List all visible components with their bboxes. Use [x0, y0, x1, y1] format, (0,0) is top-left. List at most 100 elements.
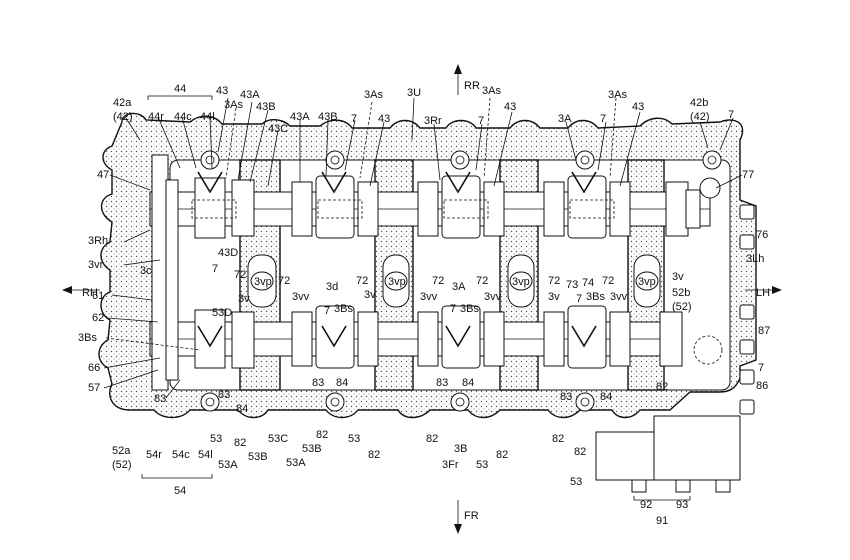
label: 52a: [112, 445, 131, 457]
label: 53C: [268, 433, 288, 445]
label: 42b: [690, 97, 708, 109]
label: 82: [552, 433, 564, 445]
label: 3As: [482, 85, 501, 97]
label: 3Bs: [460, 303, 479, 315]
label: 7: [351, 113, 357, 125]
label: 72: [432, 275, 444, 287]
labels-top: 44 42a (42) 44r 44c 44l 43 3As 43A 43B 4…: [113, 83, 734, 135]
label: 72: [356, 275, 368, 287]
label: 43: [216, 85, 228, 97]
label: 57: [88, 382, 100, 394]
label: 3Rh: [88, 235, 108, 247]
label: 3Fr: [442, 459, 459, 471]
label: 54r: [146, 449, 162, 461]
label: 44l: [200, 111, 215, 123]
label: 53D: [212, 307, 232, 319]
label: 83: [312, 377, 324, 389]
label: (42): [690, 111, 710, 123]
label: 3As: [224, 99, 243, 111]
label: 3vv: [292, 291, 310, 303]
label: 3vp: [254, 276, 272, 288]
label: (42): [113, 111, 133, 123]
label: 83: [560, 391, 572, 403]
front-cam-lobes: [194, 305, 683, 369]
rear-cam-lobes: [191, 175, 701, 239]
label: 3v: [548, 291, 560, 303]
label: 53: [348, 433, 360, 445]
label-rh: RH: [82, 287, 98, 299]
labels-middle: 43D 7 72 3vp 3v 53D 72 3d 72 3vv 3Bs 7 3…: [212, 247, 692, 319]
label: 44: [174, 83, 186, 95]
label: 3vv: [420, 291, 438, 303]
bolt-holes: [200, 150, 723, 412]
label: 43D: [218, 247, 238, 259]
label: 7: [450, 303, 456, 315]
label: 3Bs: [78, 332, 97, 344]
label: 87: [758, 325, 770, 337]
label: 7: [576, 293, 582, 305]
label: 7: [478, 115, 484, 127]
label: 3c: [140, 265, 152, 277]
label: (52): [672, 301, 692, 313]
label: 91: [656, 515, 668, 527]
oil-control-unit: [595, 415, 741, 493]
labels-directions: RR FR RH LH: [82, 80, 770, 522]
label: 3Bs: [586, 291, 605, 303]
labels-left: 47 3Rh 3vr 3c 61 62 3Bs 66 57 83: [78, 169, 166, 405]
label: 3Bs: [334, 303, 353, 315]
label: 52b: [672, 287, 690, 299]
label: 53B: [302, 443, 322, 455]
label: 43B: [318, 111, 338, 123]
label: 83: [154, 393, 166, 405]
label: 53A: [286, 457, 306, 469]
label: 43: [378, 113, 390, 125]
label: 82: [656, 381, 668, 393]
label: 82: [234, 437, 246, 449]
right-end-parts: [739, 204, 755, 415]
label: 76: [756, 229, 768, 241]
label: 84: [600, 391, 612, 403]
label: 62: [92, 312, 104, 324]
label: 53: [210, 433, 222, 445]
label: 43A: [240, 89, 260, 101]
label: 3Lh: [746, 253, 764, 265]
leader-lines: [103, 97, 743, 399]
label: 84: [462, 377, 474, 389]
label: 72: [548, 275, 560, 287]
label: 44c: [174, 111, 192, 123]
label: 84: [336, 377, 348, 389]
label: 3U: [407, 87, 421, 99]
plug-bosses: [247, 254, 661, 308]
label: 3A: [558, 113, 572, 125]
label: 3v: [238, 293, 250, 305]
label: 93: [676, 499, 688, 511]
label: 54l: [198, 449, 213, 461]
cam-sprocket: [151, 154, 179, 391]
label: 83: [218, 389, 230, 401]
label: 83: [436, 377, 448, 389]
label: 7: [212, 263, 218, 275]
label: 3vv: [484, 291, 502, 303]
label: 3v: [672, 271, 684, 283]
label: 43C: [268, 123, 288, 135]
label: 82: [316, 429, 328, 441]
direction-arrows: [62, 64, 782, 534]
label: 3vv: [610, 291, 628, 303]
label: 54c: [172, 449, 190, 461]
label: 47: [97, 169, 109, 181]
labels-right: 77 76 3Lh 87 7 86: [742, 169, 770, 392]
label: 53A: [218, 459, 238, 471]
label: 43A: [290, 111, 310, 123]
label: 43: [504, 101, 516, 113]
label: 74: [582, 277, 594, 289]
label: 73: [566, 279, 578, 291]
label: 72: [602, 275, 614, 287]
label: 3As: [364, 89, 383, 101]
label-fr: FR: [464, 510, 479, 522]
label: 7: [600, 113, 606, 125]
label: 82: [496, 449, 508, 461]
label: 72: [234, 269, 246, 281]
label: 3vr: [88, 259, 104, 271]
label: 43: [632, 101, 644, 113]
